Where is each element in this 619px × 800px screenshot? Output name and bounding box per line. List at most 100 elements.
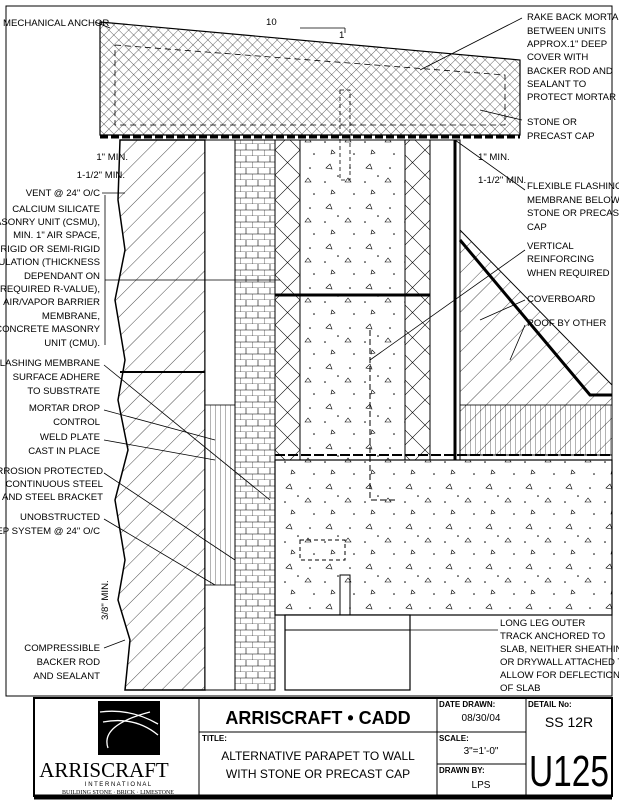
label-line: WEEP SYSTEM @ 24" O/C (0, 526, 100, 537)
label-line: MORTAR DROP (29, 403, 100, 414)
label-flexible-flashing: FLEXIBLE FLASHING MEMBRANE BELOW STONE O… (527, 181, 619, 233)
label-1-5in-min-right: 1-1/2" MIN. (478, 175, 526, 186)
label-weep-system: UNOBSTRUCTED WEEP SYSTEM @ 24" O/C (0, 512, 100, 537)
label-roof: ROOF BY OTHER (527, 318, 606, 329)
label-backer-rod: COMPRESSIBLE BACKER ROD AND SEALANT (24, 643, 100, 682)
label-line: APPROX.1" DEEP (527, 39, 607, 50)
vertical-reinforcing (369, 330, 395, 501)
cmu-block (299, 139, 406, 461)
concrete-slab (274, 459, 613, 616)
label-1in-min-right: 1" MIN. (478, 152, 510, 163)
label-line: REQUIRED R-VALUE), (0, 284, 100, 295)
slope-run: 10 (266, 17, 277, 28)
insulation (274, 139, 301, 461)
label-line: MASONRY UNIT (CSMU), (0, 217, 100, 228)
label-vent: VENT @ 24" O/C (26, 188, 100, 199)
detail-ref: SS 12R (545, 714, 593, 730)
label-mechanical-anchor: MECHANICAL ANCHOR (3, 18, 109, 29)
label-long-leg-track: LONG LEG OUTER TRACK ANCHORED TO SLAB, N… (500, 618, 619, 694)
label-line: REINFORCING (527, 254, 594, 265)
label-line: COMPRESSIBLE (24, 643, 100, 654)
logo-name: ARRISCRAFT (39, 758, 169, 782)
stone-veneer (114, 139, 206, 691)
label-wall-assembly: CALCIUM SILICATE MASONRY UNIT (CSMU), MI… (0, 204, 101, 349)
label-line: RAKE BACK MORTAR (527, 12, 619, 23)
detail-number: U125 (529, 747, 609, 796)
drawn-by-value: LPS (472, 780, 491, 791)
label-line: OF SLAB (500, 683, 541, 694)
steel-track (284, 614, 411, 691)
label-stone-cap: STONE OR PRECAST CAP (527, 117, 595, 142)
label-line: ANGLE AND STEEL BRACKET (0, 492, 103, 503)
backup-wall (234, 139, 276, 691)
label-line: UNOBSTRUCTED (20, 512, 100, 523)
label-line: SURFACE ADHERE (13, 372, 100, 383)
label-line: FLEXIBLE FLASHING (527, 181, 619, 192)
label-line: AIR/VAPOR BARRIER (3, 297, 100, 308)
label-line: STONE OR (527, 117, 577, 128)
title-label: TITLE: (202, 734, 227, 743)
label-line: SLAB, NEITHER SHEATHING (500, 644, 619, 655)
label-line: CONCRETE MASONRY (0, 324, 101, 335)
label-line: BACKER ROD (37, 657, 101, 668)
slope-rise: 1 (339, 30, 344, 41)
title-block: ARRISCRAFT I N T E R N A T I O N A L BUI… (33, 697, 613, 800)
label-line: ALLOW FOR DEFLECTION (500, 670, 619, 681)
coverboard (458, 239, 612, 397)
label-line: CORROSION PROTECTED (0, 466, 103, 477)
label-line: FLASHING MEMBRANE (0, 358, 100, 369)
label-coverboard: COVERBOARD (527, 294, 595, 305)
label-line: COVER WITH (527, 52, 588, 63)
anchor-bolt (339, 574, 351, 616)
scale-value: 3"=1'-0" (464, 746, 499, 757)
label-1in-min-left: 1" MIN. (96, 152, 128, 163)
label-line: CAST IN PLACE (28, 446, 100, 457)
date-value: 08/30/04 (462, 713, 501, 724)
label-line: INSULATION (THICKNESS (0, 257, 100, 268)
label-1-5in-min-left: 1-1/2" MIN. (77, 170, 125, 181)
logo-sub: I N T E R N A T I O N A L (85, 782, 152, 788)
drawing-frame (5, 5, 613, 697)
label-line: WELD PLATE (40, 432, 100, 443)
drawing-title-line1: ALTERNATIVE PARAPET TO WALL (221, 749, 415, 763)
label-corrosion-protected: CORROSION PROTECTED CONTINUOUS STEEL ANG… (0, 466, 104, 503)
label-line: LONG LEG OUTER (500, 618, 585, 629)
label-flashing-membrane: FLASHING MEMBRANE SURFACE ADHERE TO SUBS… (0, 358, 100, 397)
label-line: PROTECT MORTAR (527, 92, 616, 103)
label-line: AND SEALANT (33, 671, 100, 682)
label-line: TRACK ANCHORED TO (500, 631, 605, 642)
label-line: CONTROL (53, 417, 101, 428)
label-line: RIGID OR SEMI-RIGID (0, 244, 100, 255)
label-line: UNIT (CMU). (44, 338, 100, 349)
label-mortar-drop: MORTAR DROP CONTROL (29, 403, 101, 428)
label-rake-back-mortar: RAKE BACK MORTAR BETWEEN UNITS APPROX.1"… (527, 12, 619, 103)
label-line: STONE OR PRECAST (527, 208, 619, 219)
stone-cap (99, 21, 521, 136)
label-line: WHEN REQUIRED (527, 268, 610, 279)
label-line: CONTINUOUS STEEL (5, 479, 103, 490)
label-weld-plate: WELD PLATE CAST IN PLACE (28, 432, 100, 457)
label-line: DEPENDANT ON (24, 271, 100, 282)
logo-mark (98, 701, 160, 755)
label-line: SEALANT TO (527, 79, 586, 90)
label-line: CALCIUM SILICATE (12, 204, 100, 215)
label-line: OR DRYWALL ATTACHED TO (500, 657, 619, 668)
detail-label: DETAIL No: (528, 700, 572, 709)
label-line: MIN. 1" AIR SPACE, (13, 230, 100, 241)
date-label: DATE DRAWN: (439, 700, 495, 709)
leader-lines (94, 17, 526, 649)
label-line: CAP (527, 222, 547, 233)
label-line: PRECAST CAP (527, 131, 595, 142)
label-line: BACKER ROD AND (527, 66, 613, 77)
label-line: TO SUBSTRATE (27, 386, 100, 397)
label-3-8in-min: 3/8" MIN. (100, 580, 111, 620)
drawn-by-label: DRAWN BY: (439, 766, 485, 775)
drawing-title-line2: WITH STONE OR PRECAST CAP (226, 767, 410, 781)
label-line: MEMBRANE, (42, 311, 100, 322)
label-line: MEMBRANE BELOW (527, 195, 619, 206)
label-line: VERTICAL (527, 241, 574, 252)
title-block-header: ARRISCRAFT • CADD (225, 708, 410, 728)
label-vertical-reinforcing: VERTICAL REINFORCING WHEN REQUIRED (527, 241, 610, 279)
